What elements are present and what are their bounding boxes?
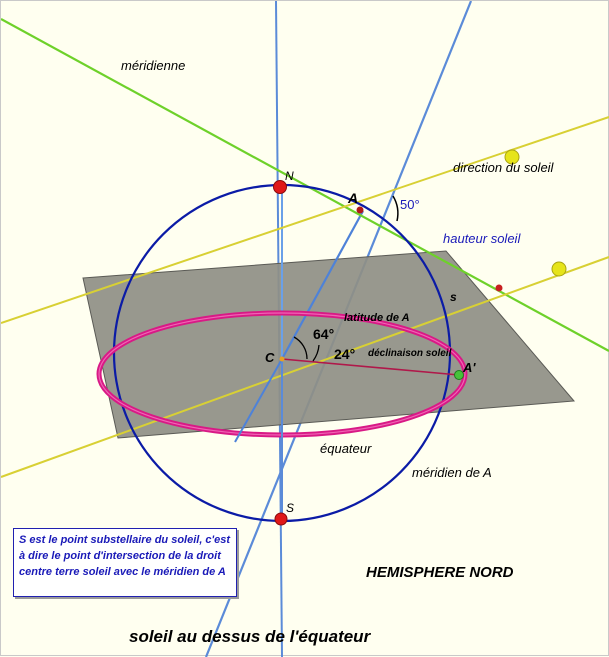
- sun-height-angle-arc: [392, 195, 399, 222]
- point-a-prime-label: A': [463, 360, 476, 375]
- caption-label: soleil au dessus de l'équateur: [129, 627, 371, 646]
- north-label: N: [285, 169, 294, 183]
- equatorial-plane: [82, 250, 576, 439]
- point-a: [356, 206, 364, 214]
- north-pole-point: [273, 180, 287, 194]
- meridian-a-label: méridien de A: [412, 465, 492, 480]
- meridienne-label: méridienne: [121, 58, 186, 73]
- sun-point-lower: [551, 261, 567, 277]
- point-a-label: A: [348, 190, 359, 206]
- sun-direction-line-lower: [1, 256, 609, 478]
- sun-point-upper: [504, 149, 520, 165]
- declination-label: déclinaison soleil: [368, 348, 452, 359]
- equator-label: équateur: [320, 441, 372, 456]
- center-point-c: [279, 356, 285, 362]
- latitude-label: latitude de A: [344, 312, 410, 324]
- point-s-small-label: s: [450, 290, 457, 304]
- south-label: S: [286, 501, 295, 515]
- sun-height-label: hauteur soleil: [443, 231, 521, 246]
- point-a-prime: [454, 370, 464, 380]
- latitude-angle-arc: [293, 336, 308, 360]
- declination-angle-label: 24°: [334, 346, 356, 362]
- latitude-angle-label: 64°: [313, 326, 335, 342]
- sun-axis-lower-segment: [234, 358, 283, 443]
- hemisphere-label: HEMISPHERE NORD: [366, 564, 514, 581]
- sun-direction-label: direction du soleil: [453, 160, 554, 175]
- meridienne-line: [1, 18, 609, 352]
- sun-angle-label: 50°: [400, 197, 420, 212]
- declination-angle-arc: [312, 344, 320, 362]
- center-to-a-prime-line: [281, 358, 460, 376]
- substellar-point-s: [274, 512, 288, 526]
- substellar-note-box: S est le point substellaire du soleil, c…: [13, 528, 237, 597]
- center-label: C: [265, 350, 275, 365]
- sun-line-intersection-point: [495, 284, 503, 292]
- center-to-a-line: [281, 210, 364, 360]
